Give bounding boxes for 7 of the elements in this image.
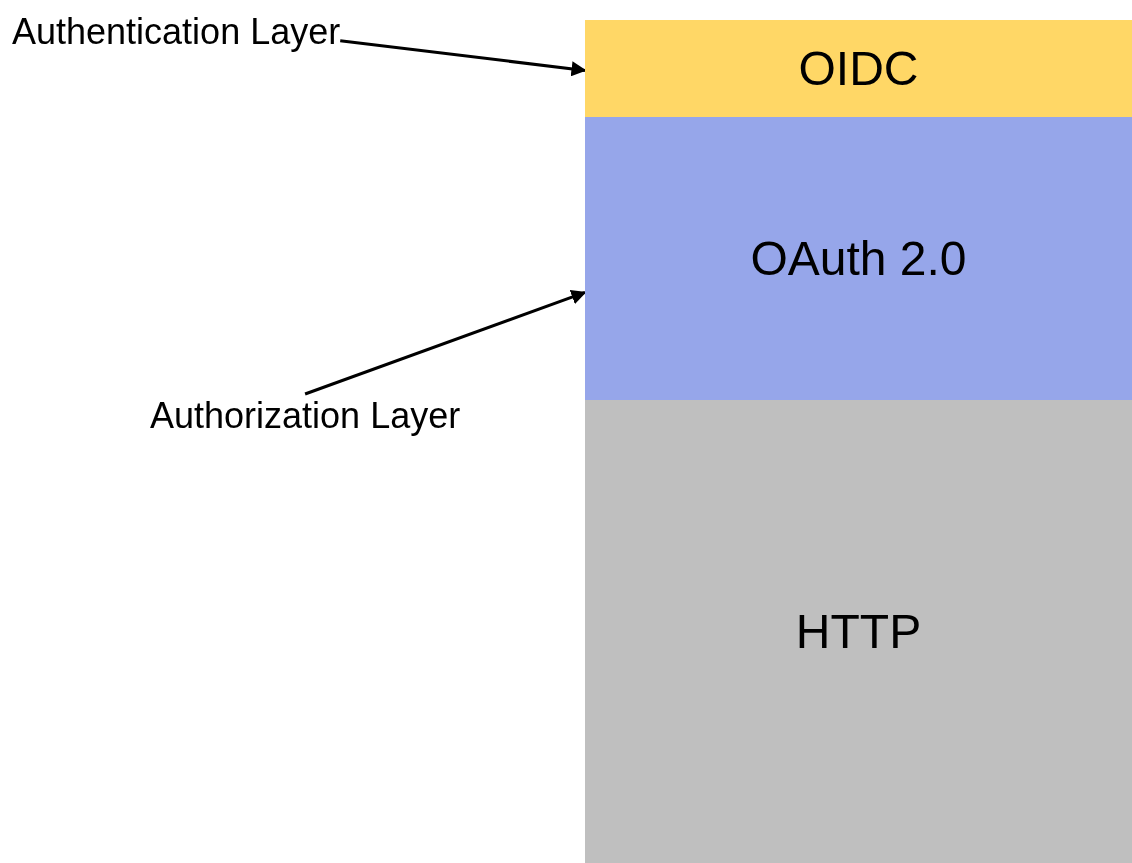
protocol-layer: OIDC [585,20,1132,117]
leader-arrow [340,39,587,77]
protocol-layer: HTTP [585,400,1132,863]
protocol-layer: OAuth 2.0 [585,117,1132,400]
layer-caption: Authentication Layer [12,10,341,54]
layer-caption: Authorization Layer [150,394,461,438]
leader-arrow [304,290,587,396]
